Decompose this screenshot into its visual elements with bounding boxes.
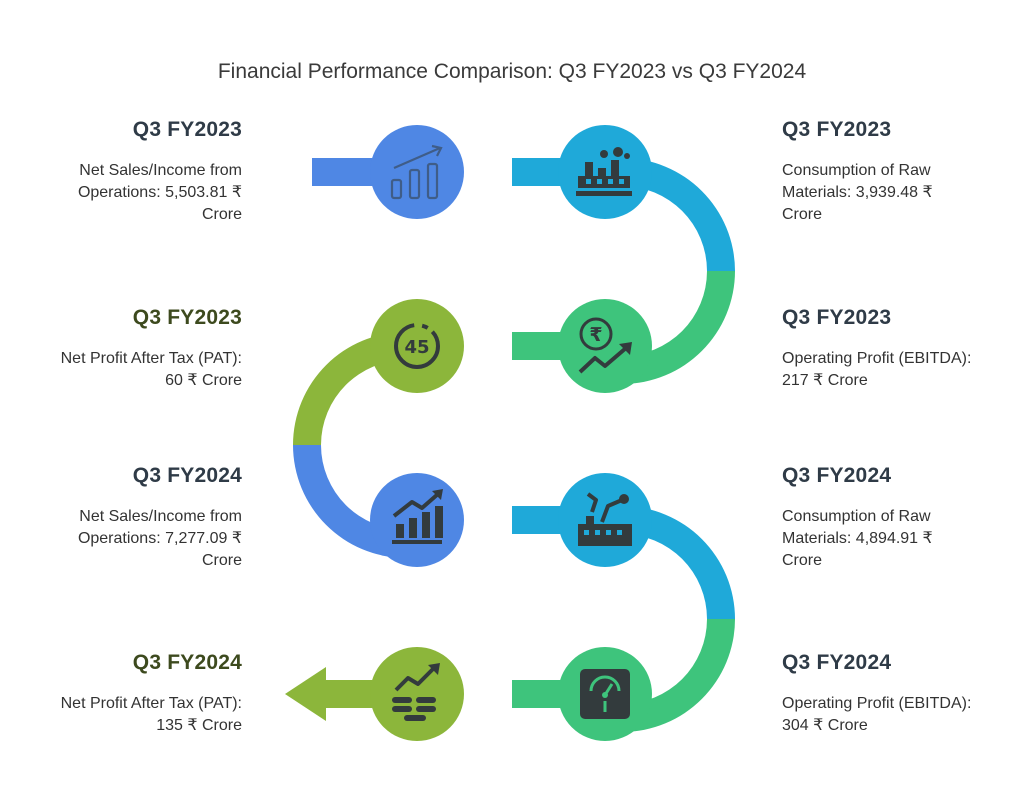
step-7-block: Q3 FY2024 Operating Profit (EBITDA): 304… bbox=[782, 651, 1012, 737]
step-3-description: Operating Profit (EBITDA): 217 ₹ Crore bbox=[782, 350, 972, 389]
bar-chart-growth-icon bbox=[390, 144, 443, 200]
step-1-block: Q3 FY2023 Net Sales/Income from Operatio… bbox=[12, 118, 242, 226]
step-circle-8 bbox=[370, 647, 464, 741]
rupee-growth-icon: ₹ bbox=[578, 317, 632, 374]
step-3-heading: Q3 FY2023 bbox=[782, 306, 892, 329]
step-circle-4 bbox=[370, 299, 464, 393]
step-5-block: Q3 FY2024 Net Sales/Income from Operatio… bbox=[12, 464, 242, 572]
step-circle-6 bbox=[558, 473, 652, 567]
step-5-description: Net Sales/Income from Operations: 7,277.… bbox=[77, 508, 242, 569]
step-2-block: Q3 FY2023 Consumption of Raw Materials: … bbox=[782, 118, 1012, 226]
diagram-title: Financial Performance Comparison: Q3 FY2… bbox=[217, 60, 807, 83]
step-6-heading: Q3 FY2024 bbox=[782, 464, 892, 487]
step-7-heading: Q3 FY2024 bbox=[782, 651, 892, 674]
step-8-heading: Q3 FY2024 bbox=[132, 651, 242, 674]
step-1-description: Net Sales/Income from Operations: 5,503.… bbox=[77, 162, 242, 223]
bar-chart-growth-icon bbox=[392, 489, 443, 544]
timer-45-icon: 45 bbox=[394, 323, 440, 369]
robot-factory-icon bbox=[578, 492, 632, 546]
path-curve-3-top bbox=[622, 506, 735, 619]
step-2-description: Consumption of Raw Materials: 3,939.48 ₹… bbox=[782, 162, 933, 223]
step-6-block: Q3 FY2024 Consumption of Raw Materials: … bbox=[782, 464, 1012, 572]
step-8-block: Q3 FY2024 Net Profit After Tax (PAT): 13… bbox=[12, 651, 242, 737]
step-7-description: Operating Profit (EBITDA): 304 ₹ Crore bbox=[782, 695, 972, 734]
step-4-description: Net Profit After Tax (PAT): 60 ₹ Crore bbox=[60, 350, 242, 389]
step-3-block: Q3 FY2023 Operating Profit (EBITDA): 217… bbox=[782, 306, 1012, 392]
step-1-heading: Q3 FY2023 bbox=[132, 118, 242, 141]
step-4-heading: Q3 FY2023 bbox=[132, 306, 242, 329]
step-5-heading: Q3 FY2024 bbox=[132, 464, 242, 487]
timer-badge-text: 45 bbox=[404, 337, 429, 358]
speedometer-icon bbox=[580, 669, 630, 719]
svg-text:₹: ₹ bbox=[589, 324, 602, 346]
path-curve-1-top bbox=[622, 158, 735, 271]
coins-growth-icon bbox=[392, 663, 440, 721]
step-4-block: Q3 FY2023 Net Profit After Tax (PAT): 60… bbox=[12, 306, 242, 392]
step-8-description: Net Profit After Tax (PAT): 135 ₹ Crore bbox=[60, 695, 242, 734]
step-2-heading: Q3 FY2023 bbox=[782, 118, 892, 141]
step-circle-1 bbox=[370, 125, 464, 219]
path-end-arrow bbox=[285, 667, 326, 721]
step-6-description: Consumption of Raw Materials: 4,894.91 ₹… bbox=[782, 508, 933, 569]
factory-icon bbox=[576, 147, 632, 196]
